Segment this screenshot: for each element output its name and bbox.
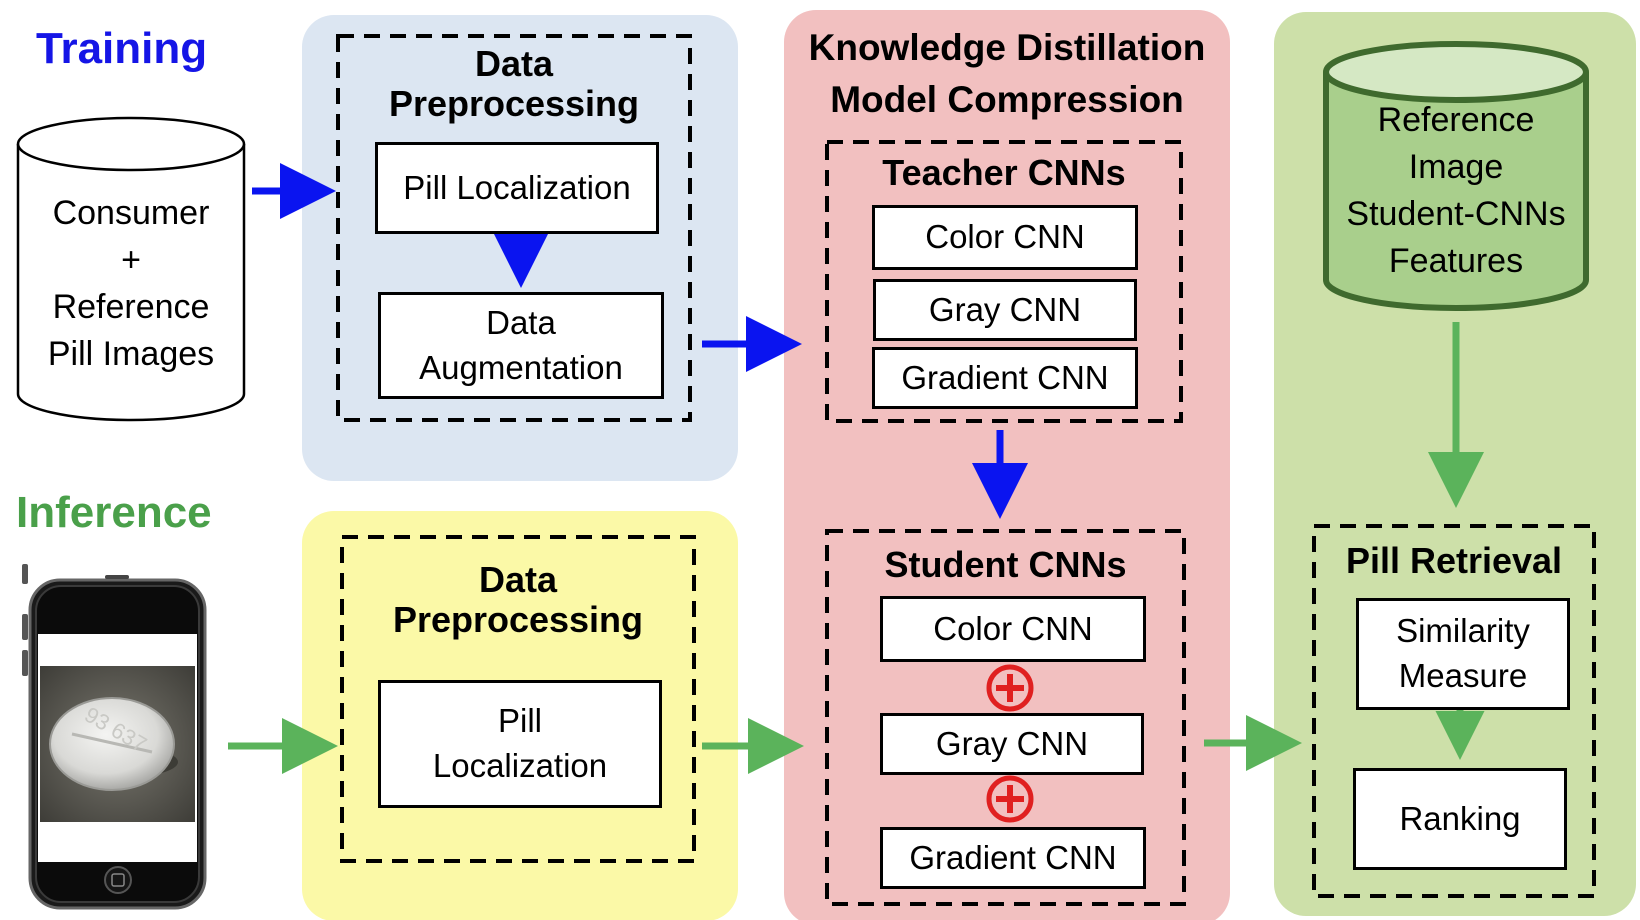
title-line: Model Compression <box>830 79 1184 120</box>
ranking-label: Ranking <box>1399 799 1521 837</box>
smartphone-icon: 93 637 <box>22 564 207 910</box>
reference-features-label: Reference Image Student-CNNs Features <box>1326 97 1586 285</box>
title-line: Preprocessing <box>392 599 644 640</box>
student-gradient-cnn-box: Gradient CNN <box>880 827 1146 889</box>
similarity-measure-box: Similarity Measure <box>1356 598 1570 710</box>
pill-localization-box: Pill Localization <box>375 142 659 234</box>
features-label-line: Student-CNNs <box>1346 195 1566 233</box>
localization-label-line: Localization <box>432 747 608 784</box>
inference-preprocessing-title: Data Preprocessing <box>342 560 694 640</box>
inference-label: Inference <box>16 488 212 537</box>
training-label: Training <box>36 24 208 73</box>
database-label-line: Reference <box>52 288 210 326</box>
augmentation-label-line: Augmentation <box>419 348 623 386</box>
inference-pill-localization-box: Pill Localization <box>378 680 662 808</box>
features-label-line: Features <box>1388 242 1524 280</box>
features-label-line: Reference <box>1377 101 1535 139</box>
student-gray-cnn-box: Gray CNN <box>880 713 1144 775</box>
combine-plus-icon <box>986 664 1034 712</box>
combine-plus-icon <box>986 775 1034 823</box>
pill-localization-label: Pill Localization <box>403 168 631 206</box>
panel-knowledge-distillation <box>784 10 1230 920</box>
training-preprocessing-title: Data Preprocessing <box>338 44 690 124</box>
features-cylinder-icon <box>1323 41 1589 311</box>
cnn-label: Color CNN <box>933 609 1093 647</box>
title-line: Knowledge Distillation <box>808 27 1206 68</box>
pill-retrieval-title: Pill Retrieval <box>1345 540 1563 581</box>
teacher-gray-cnn-box: Gray CNN <box>873 279 1137 341</box>
data-augmentation-box: Data Augmentation <box>378 292 664 399</box>
cnn-label: Gray CNN <box>928 290 1082 328</box>
database-label-line: + <box>121 241 141 279</box>
dashed-group-teacher <box>825 140 1183 423</box>
features-label-line: Image <box>1408 148 1504 186</box>
database-cylinder-icon <box>16 116 246 422</box>
student-cnns-title: Student CNNs <box>884 544 1127 585</box>
title-line: Data <box>474 43 554 84</box>
augmentation-label-line: Data <box>486 303 556 341</box>
database-label-line: Consumer <box>52 194 210 232</box>
teacher-cnns-title: Teacher CNNs <box>882 152 1126 193</box>
teacher-gradient-cnn-box: Gradient CNN <box>872 347 1138 409</box>
cnn-label: Color CNN <box>925 218 1085 256</box>
dashed-group-training-preprocessing <box>336 34 692 422</box>
title-line: Data <box>478 559 558 600</box>
title-line: Preprocessing <box>388 83 640 124</box>
dashed-group-retrieval <box>1312 524 1596 898</box>
similarity-label-line: Measure <box>1398 657 1528 694</box>
ranking-box: Ranking <box>1353 768 1567 870</box>
cnn-label: Gradient CNN <box>901 358 1109 396</box>
database-label: Consumer + Reference Pill Images <box>18 190 244 378</box>
localization-label-line: Pill <box>497 702 542 740</box>
similarity-label-line: Similarity <box>1396 612 1530 650</box>
teacher-color-cnn-box: Color CNN <box>872 205 1138 270</box>
student-color-cnn-box: Color CNN <box>880 596 1146 662</box>
cnn-label: Gradient CNN <box>909 838 1117 876</box>
database-label-line: Pill Images <box>47 335 215 373</box>
cnn-label: Gray CNN <box>935 724 1089 762</box>
distillation-title: Knowledge Distillation Model Compression <box>784 22 1230 126</box>
